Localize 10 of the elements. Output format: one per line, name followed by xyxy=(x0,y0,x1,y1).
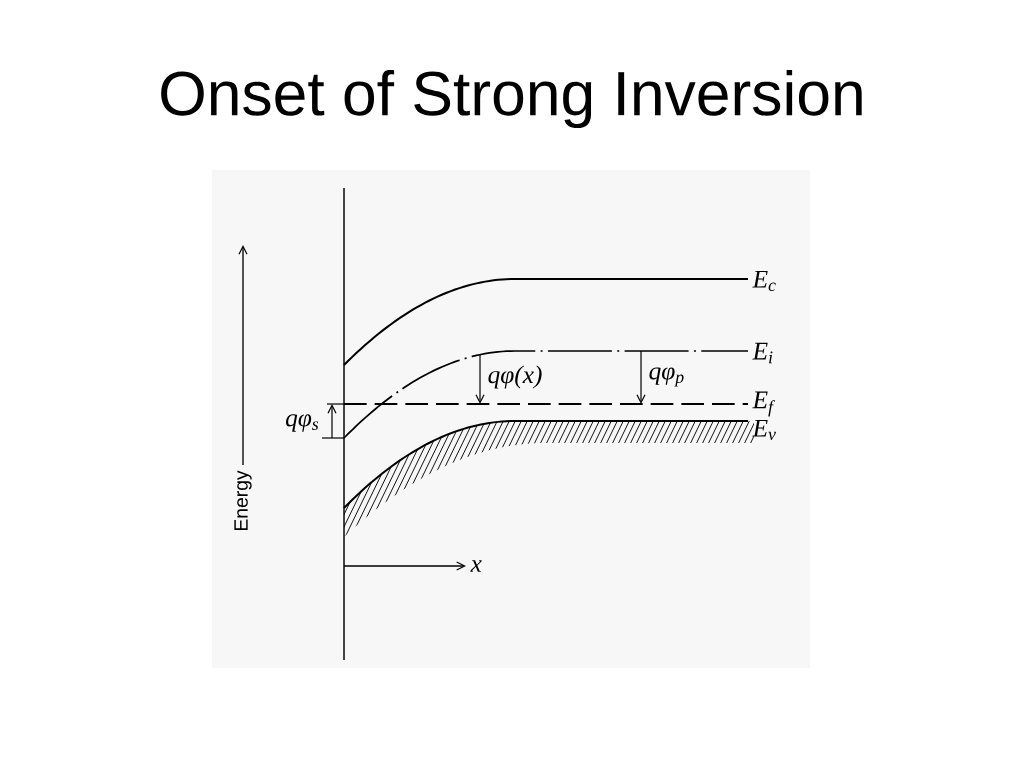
axis-label: Energy xyxy=(234,470,252,531)
dimension-label: qφ$_{p}$ xyxy=(649,367,684,387)
band-label: E$_{v}$ xyxy=(752,419,776,441)
band-label: E$_{f}$ xyxy=(752,391,776,417)
band-label: E$_{c}$ xyxy=(752,270,776,292)
title: Onset of Strong Inversion xyxy=(161,69,862,129)
dimension-label: qφ$_{s}$ xyxy=(286,414,319,432)
dimension-label: qφ(x) xyxy=(488,365,542,389)
axis-label: x xyxy=(470,560,482,572)
band-label: E$_{i}$ xyxy=(752,342,773,364)
